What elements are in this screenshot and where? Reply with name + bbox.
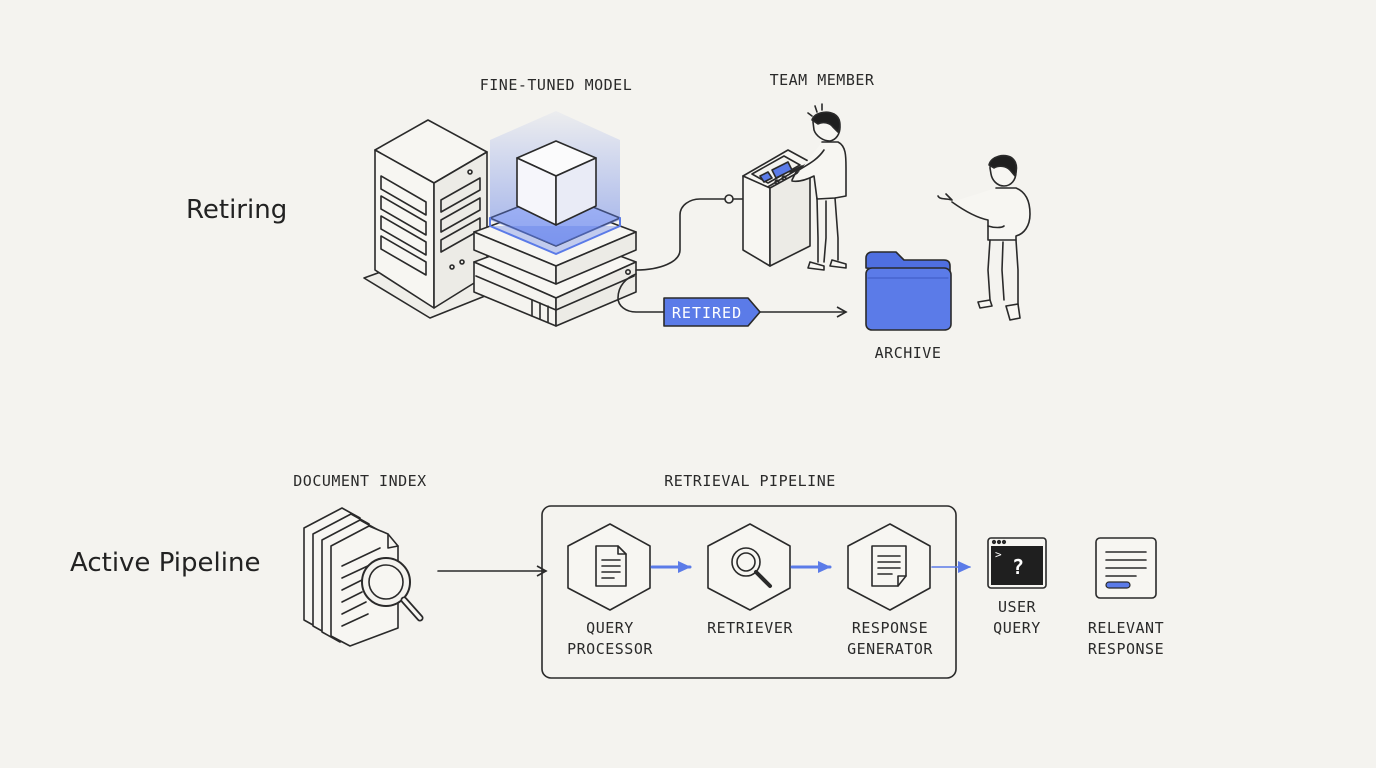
label-retriever: RETRIEVER: [707, 619, 793, 637]
retired-tag-label: RETIRED: [672, 304, 742, 322]
retrieval-pipeline-box: [541, 505, 957, 679]
query-processor-icon: [567, 523, 651, 611]
label-response-generator-line1: RESPONSE: [851, 619, 929, 637]
label-relevant-response-line1: RELEVANT: [1087, 619, 1165, 637]
document-index-icon: [303, 507, 424, 647]
label-document-index: DOCUMENT INDEX: [293, 472, 427, 490]
relevant-response-icon: [1095, 537, 1157, 599]
label-team-member: TEAM MEMBER: [769, 71, 875, 89]
cable-node: [724, 194, 734, 204]
label-archive: ARCHIVE: [874, 344, 942, 362]
section-title-active-pipeline: Active Pipeline: [70, 548, 261, 578]
label-relevant-response: RELEVANT RESPONSE: [1066, 618, 1186, 660]
label-query-processor: QUERY PROCESSOR: [550, 618, 670, 660]
label-user-query: USER QUERY: [967, 597, 1067, 639]
label-relevant-response-line2: RESPONSE: [1087, 640, 1165, 658]
section-title-retiring: Retiring: [186, 195, 288, 225]
model-cube-icon: [516, 140, 597, 226]
archive-folder-icon: [865, 251, 952, 331]
label-query-processor-line1: QUERY: [586, 619, 634, 637]
label-response-generator: RESPONSE GENERATOR: [830, 618, 950, 660]
label-query-processor-line2: PROCESSOR: [567, 640, 653, 658]
terminal-prompt-glyph: >: [995, 548, 1002, 561]
label-user-query-line1: USER: [997, 598, 1037, 616]
response-generator-icon: [847, 523, 931, 611]
team-member-icon: [789, 103, 847, 271]
person-gesturing-icon: [937, 154, 1031, 321]
retired-arrow: [617, 273, 848, 318]
retriever-icon: [707, 523, 791, 611]
user-query-terminal-icon: [987, 537, 1047, 589]
label-response-generator-line2: GENERATOR: [847, 640, 933, 658]
terminal-question-glyph: ?: [1012, 555, 1024, 579]
terminal-kiosk-icon: [742, 149, 811, 267]
label-user-query-line2: QUERY: [993, 619, 1041, 637]
label-retrieval-pipeline: RETRIEVAL PIPELINE: [664, 472, 836, 490]
server-tower-icon: [363, 119, 501, 319]
cable-connector: [635, 198, 729, 271]
retired-tag: RETIRED: [663, 297, 761, 327]
label-fine-tuned-model: FINE-TUNED MODEL: [479, 76, 633, 94]
